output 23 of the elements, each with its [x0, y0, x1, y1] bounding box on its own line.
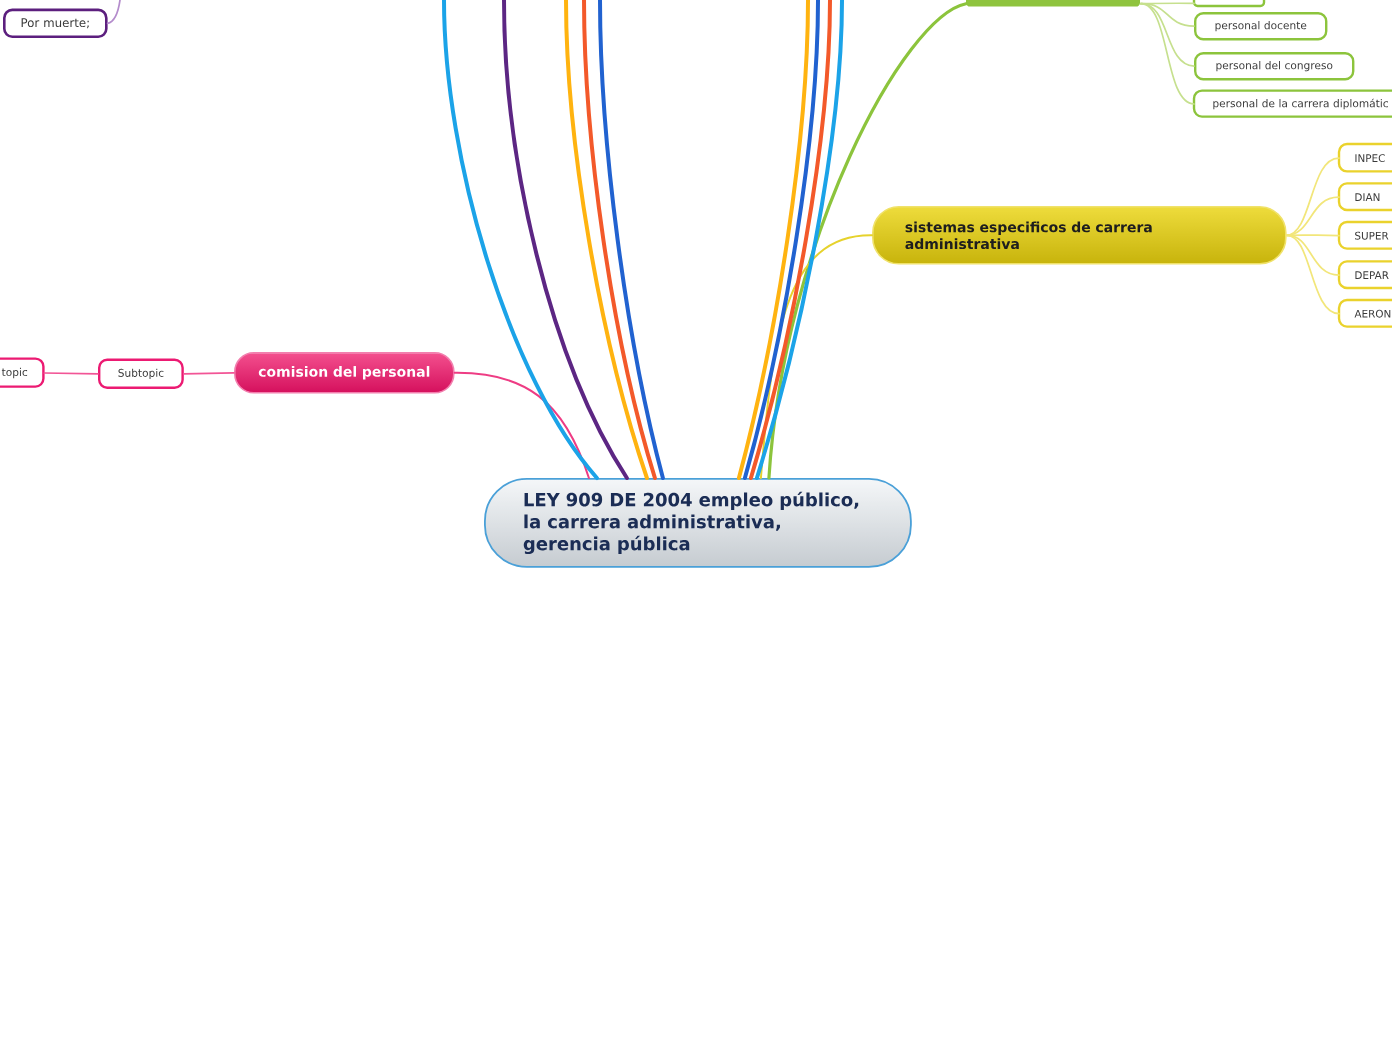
connector-line — [748, 0, 832, 480]
connector-line — [1285, 234, 1340, 276]
connector-line — [1139, 2, 1195, 105]
connector-line — [754, 0, 844, 480]
connector-line — [1285, 234, 1340, 237]
connector-line — [736, 0, 810, 480]
connector-line — [767, 2, 968, 480]
connector-line — [598, 0, 665, 480]
connector-line — [1285, 157, 1340, 237]
subtopic-box — [1192, 0, 1266, 8]
main-topic-box: LEY 909 DE 2004 empleo público, la carrera administrativa, gerencia pública — [484, 478, 912, 568]
connector-line — [453, 371, 590, 479]
connector-line — [1285, 234, 1340, 315]
connector-line — [582, 0, 657, 480]
connector-line — [106, 0, 121, 25]
connector-line — [564, 0, 649, 480]
connector-line — [182, 371, 235, 375]
connector-line — [742, 0, 820, 480]
connector-line — [442, 0, 599, 480]
connector-line — [43, 372, 99, 375]
connector-line — [502, 0, 629, 480]
connector-line — [1139, 2, 1195, 68]
branch-box — [966, 0, 1140, 7]
